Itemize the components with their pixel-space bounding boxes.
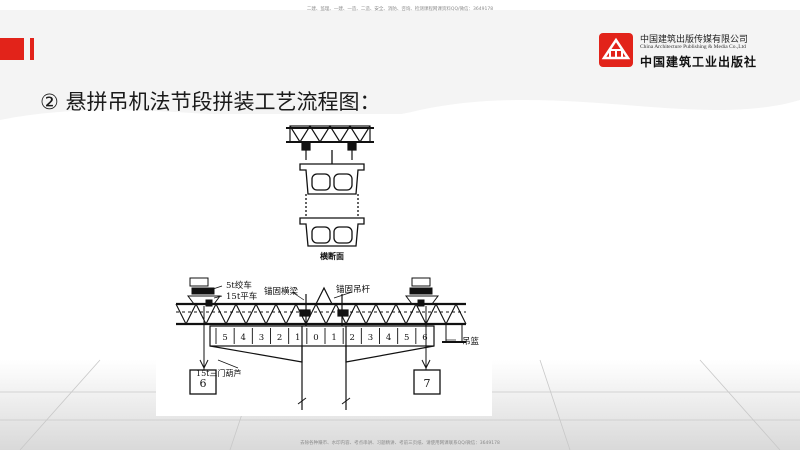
- publisher-name-cn: 中国建筑出版传媒有限公司: [640, 35, 749, 45]
- left-winch-trolley: [187, 277, 221, 307]
- hoisted-block-right-label: 7: [424, 377, 431, 390]
- hoisted-block-left-label: 6: [200, 377, 207, 390]
- segment-number: 0: [313, 333, 318, 343]
- segment-number: 1: [295, 333, 300, 343]
- label-winch: 5t绞车: [226, 280, 252, 291]
- segment-number: 3: [259, 333, 264, 343]
- cross-section-caption: 横断面: [320, 251, 344, 261]
- hoisted-block-left: 6: [189, 369, 217, 395]
- label-hoist: 15t三门葫芦: [196, 368, 241, 378]
- cross-section-upper-box: [299, 150, 365, 195]
- cross-section-lower-box: [299, 194, 365, 247]
- segment-deck: [209, 325, 435, 410]
- segment-numbers: 5 4 3 2 1 0 1 2 3 4 5 6: [222, 333, 427, 343]
- segment-number: 6: [422, 333, 427, 343]
- segment-number: 5: [222, 333, 227, 343]
- publisher-name-calligraphy: 中国建筑工业出版社: [640, 55, 758, 69]
- slide-heading: ② 悬拼吊机法节段拼装工艺流程图：: [40, 90, 381, 114]
- right-winch-trolley: [405, 277, 439, 307]
- leader-lines: [209, 285, 456, 369]
- label-anchor-rod: 锚固吊杆: [336, 284, 371, 295]
- erection-process-diagram: 横断面: [156, 114, 492, 416]
- publisher-name-en: China Architecture Publishing & Media Co…: [640, 44, 746, 50]
- segment-number: 1: [331, 333, 336, 343]
- anchor-rods: [299, 286, 349, 326]
- label-hanger: 吊篮: [462, 336, 480, 347]
- title-accent-bar: [0, 38, 24, 60]
- segment-number: 2: [350, 333, 355, 343]
- title-accent-bar-thin: [30, 38, 34, 60]
- hoist-ropes: [199, 306, 431, 370]
- diagram-drawing: 横断面: [175, 124, 480, 410]
- segment-dividers: [215, 328, 435, 344]
- header-watermark-note: 二建、监理、一建、一造、二造、安全、消防、咨询、检测课程网课资料QQ/微信：36…: [306, 7, 494, 12]
- segment-number: 4: [386, 333, 391, 343]
- segment-number: 5: [404, 333, 409, 343]
- cross-section-gantry: [286, 124, 374, 160]
- hanger-basket: [442, 324, 466, 343]
- segment-number: 2: [277, 333, 282, 343]
- publisher-logo-icon: [599, 33, 633, 67]
- longitudinal-truss: [175, 302, 467, 326]
- label-anchor-beam: 锚固横梁: [264, 286, 299, 297]
- hoisted-block-right: 7: [413, 369, 441, 395]
- segment-number: 4: [241, 333, 246, 343]
- label-trolley: 15t平车: [226, 291, 257, 302]
- publisher-logo: 中国建筑出版传媒有限公司 China Architecture Publishi…: [598, 28, 786, 72]
- footer-watermark-note: 去除各种赚币、水印内容、考点串讲、习题精讲、考前三页纸、请使用网课联系QQ/微信…: [300, 441, 500, 446]
- segment-number: 3: [368, 333, 373, 343]
